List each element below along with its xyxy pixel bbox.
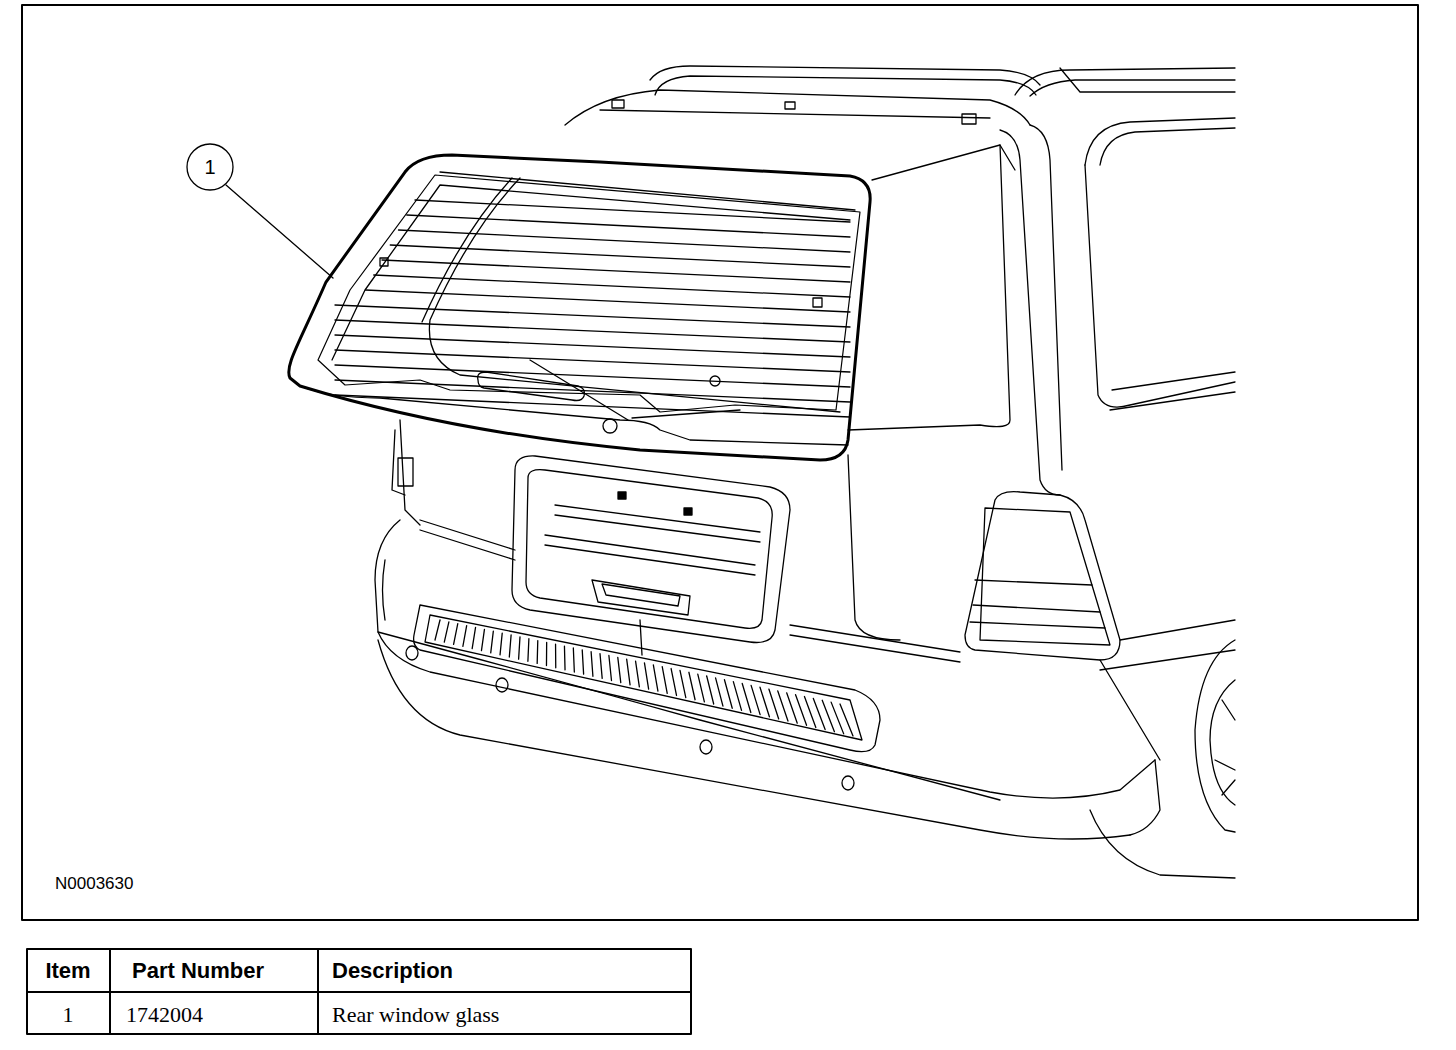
slat-line	[564, 646, 566, 670]
slat-line	[472, 627, 475, 648]
table-cell: 1	[63, 1003, 74, 1027]
slat-line	[481, 629, 484, 650]
slat-line	[618, 657, 621, 682]
slat-line	[435, 620, 440, 640]
slat-line	[698, 674, 705, 702]
slat-line	[591, 652, 593, 677]
slat-line	[742, 683, 751, 712]
slat-line	[760, 687, 769, 717]
rear-window-glass	[289, 155, 870, 460]
slat-line	[689, 672, 695, 699]
defroster-lines	[335, 200, 850, 417]
slat-line	[840, 704, 853, 736]
van-body	[375, 66, 1235, 878]
slat-line	[509, 635, 511, 657]
figure-frame	[22, 5, 1418, 920]
figure-code: N0003630	[55, 875, 133, 894]
slat-line	[600, 654, 602, 679]
callout-number: 1	[204, 157, 215, 177]
slat-line	[609, 655, 612, 680]
circle-shape	[187, 144, 233, 190]
slat-line	[454, 624, 458, 645]
slat-line	[537, 641, 539, 664]
table-cell: Rear window glass	[332, 1003, 499, 1027]
callout-circle: 1	[186, 143, 234, 191]
slat-line	[680, 670, 686, 697]
slat-line	[751, 685, 760, 714]
step-pad-slats	[435, 620, 853, 736]
slat-line	[733, 682, 741, 711]
slat-line	[582, 650, 583, 674]
slat-line	[787, 693, 798, 723]
table-header: Description	[332, 959, 453, 983]
slat-line	[491, 631, 494, 653]
table-header: Item	[45, 959, 90, 983]
slat-line	[644, 663, 648, 689]
slat-line	[546, 642, 548, 665]
slat-line	[769, 689, 779, 719]
slat-line	[555, 644, 557, 667]
slat-line	[778, 691, 788, 721]
slat-line	[444, 622, 449, 642]
slat-line	[671, 669, 676, 696]
table-header: Part Number	[132, 959, 264, 983]
slat-line	[528, 639, 529, 662]
slat-line	[519, 637, 520, 659]
slat-line	[653, 665, 658, 691]
slat-line	[463, 626, 467, 647]
slat-line	[662, 667, 667, 694]
table-cell: 1742004	[126, 1003, 203, 1027]
slat-line	[724, 680, 732, 709]
slat-line	[707, 676, 714, 704]
slat-line	[573, 648, 574, 672]
slat-line	[627, 659, 630, 685]
leader-line	[226, 185, 333, 278]
slat-line	[716, 678, 723, 706]
slat-line	[500, 633, 502, 655]
slat-line	[636, 661, 640, 687]
parts-table-grid	[27, 949, 691, 1034]
